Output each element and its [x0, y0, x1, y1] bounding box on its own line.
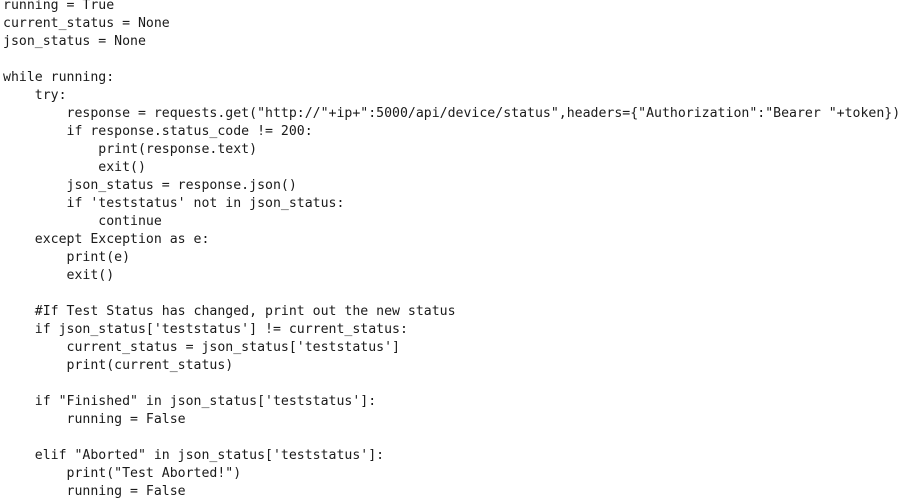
code-block: running = True current_status = None jso… — [3, 0, 908, 501]
code-line: response = requests.get("http://"+ip+":5… — [3, 106, 901, 121]
code-line: exit() — [3, 160, 146, 175]
code-line: print(response.text) — [3, 142, 258, 157]
code-line: current_status = None — [3, 16, 170, 31]
code-line: current_status = json_status['teststatus… — [3, 340, 400, 355]
code-comment: #If Test Status has changed, print out t… — [3, 304, 456, 319]
code-line: print(current_status) — [3, 358, 234, 373]
code-line: try: — [3, 88, 67, 103]
code-line: elif "Aborted" in json_status['teststatu… — [3, 448, 385, 463]
code-line: running = True — [3, 0, 115, 13]
code-line: if "Finished" in json_status['teststatus… — [3, 394, 377, 409]
code-line — [3, 51, 908, 69]
code-line — [3, 429, 908, 447]
code-line — [3, 375, 908, 393]
code-line: while running: — [3, 70, 115, 85]
code-line: if 'teststatus' not in json_status: — [3, 196, 345, 211]
code-line: running = False — [3, 484, 186, 499]
code-line: running = False — [3, 412, 186, 427]
code-line: if response.status_code != 200: — [3, 124, 313, 139]
code-line: print("Test Aborted!") — [3, 466, 242, 481]
code-line: json_status = None — [3, 34, 146, 49]
code-line: except Exception as e: — [3, 232, 210, 247]
code-line: print(e) — [3, 250, 131, 265]
code-line: json_status = response.json() — [3, 178, 297, 193]
code-line: continue — [3, 214, 162, 229]
code-line: exit() — [3, 268, 115, 283]
code-line: if json_status['teststatus'] != current_… — [3, 322, 408, 337]
code-line — [3, 285, 908, 303]
